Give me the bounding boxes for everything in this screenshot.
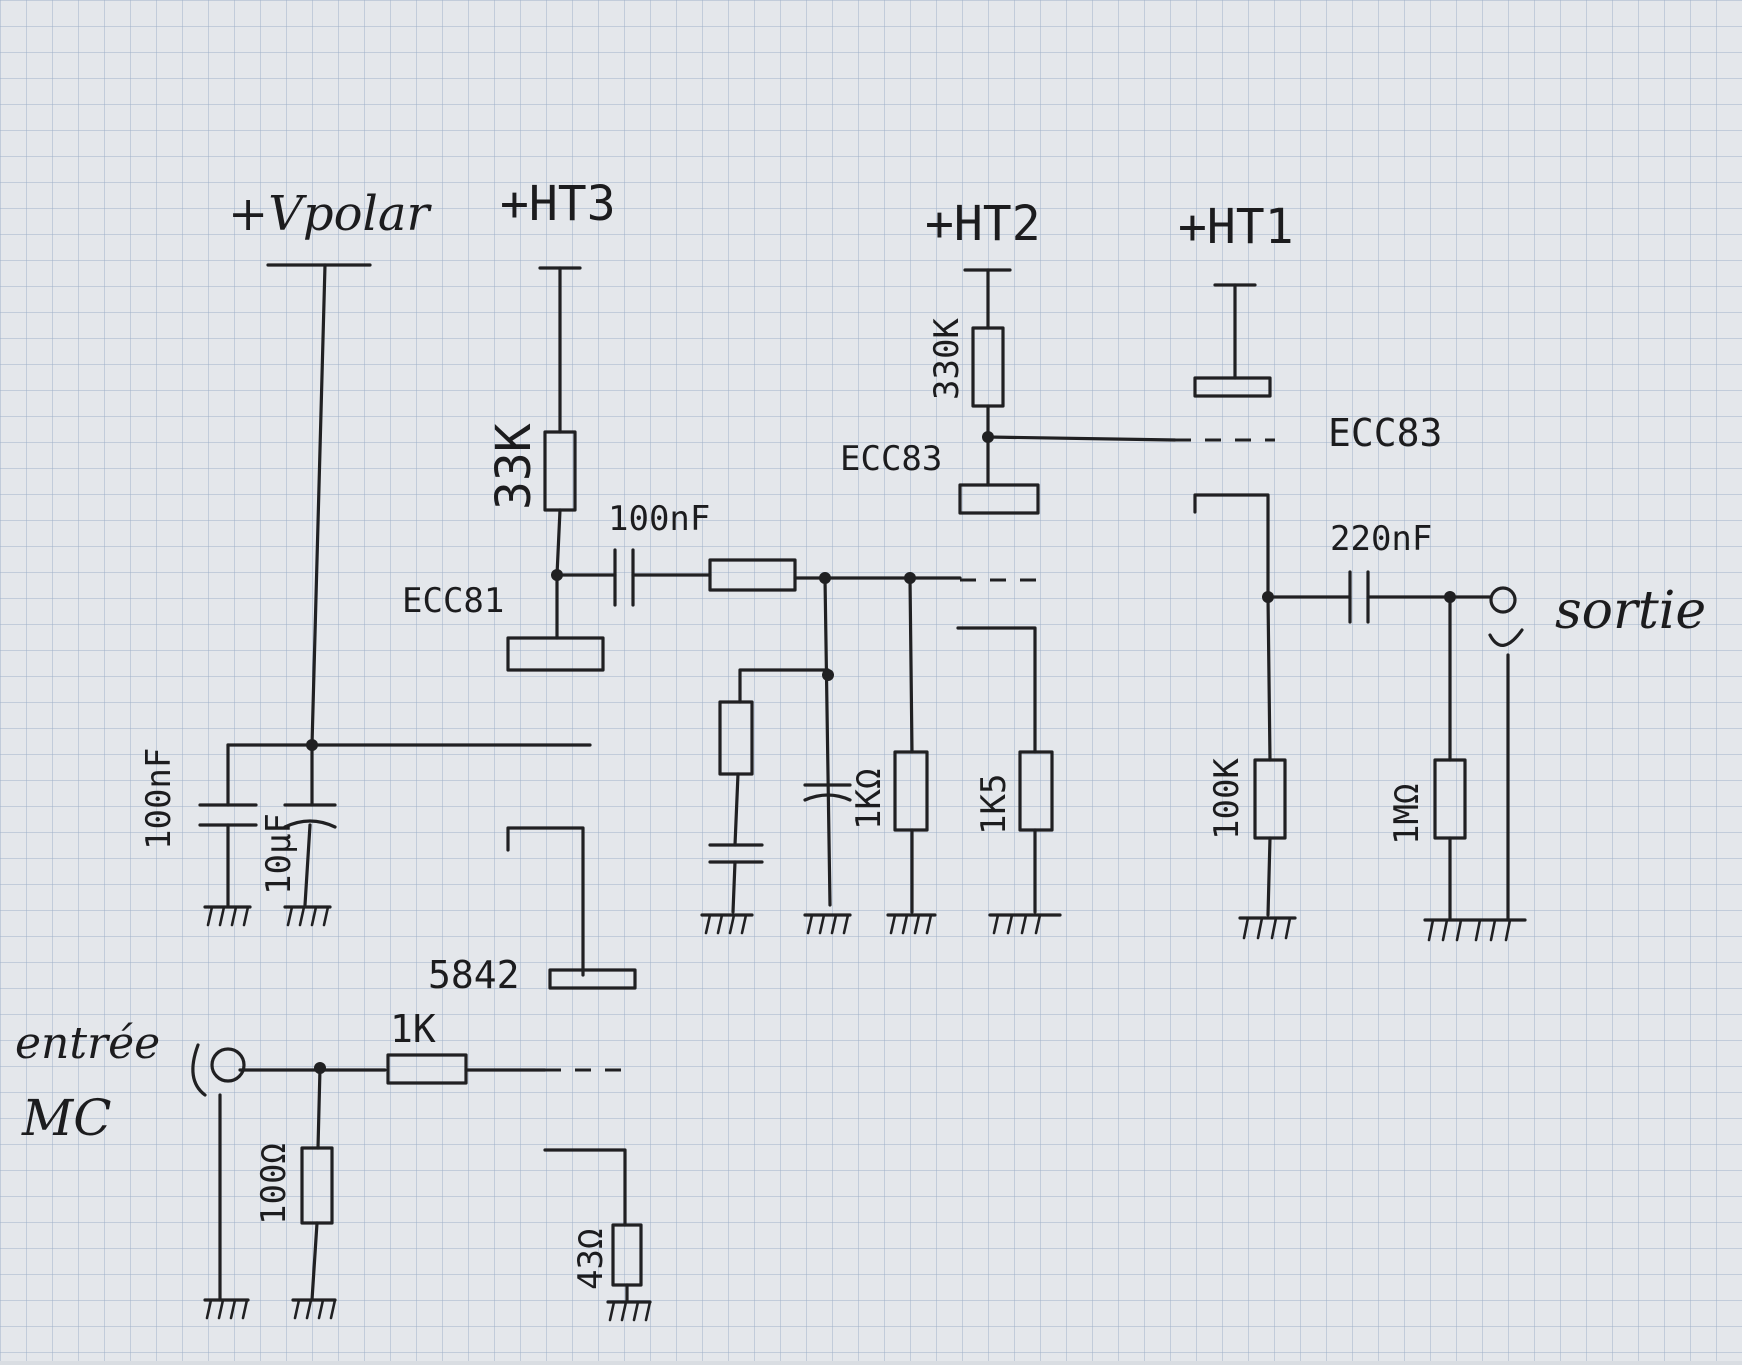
ground-symbol (886, 913, 937, 935)
input-label-line2: MC (21, 1089, 111, 1147)
label-ecc83-left: ECC83 (840, 439, 942, 479)
label-330k: 330K (927, 318, 967, 400)
output-jack[interactable] (1488, 586, 1524, 922)
label-1m: 1MΩ (1387, 784, 1427, 845)
label-43ohm: 43Ω (571, 1229, 611, 1290)
label-ecc83-right: ECC83 (1328, 411, 1442, 455)
ground-symbol (1238, 916, 1297, 940)
ground-symbol (283, 905, 332, 927)
ground-symbol (700, 913, 754, 935)
ground-symbol (988, 913, 1062, 935)
ground-symbol (203, 905, 252, 927)
label-ecc81: ECC81 (402, 581, 504, 621)
label-100ohm-input: 100Ω (254, 1143, 294, 1225)
rail-label-vpolar: +Vpolar (228, 186, 432, 242)
label-10uf: 10µF (259, 813, 299, 895)
input-load-resistor (291, 1062, 337, 1320)
ht1-branch (1193, 283, 1492, 920)
label-1k5: 1K5 (974, 774, 1014, 835)
ht2-branch (958, 268, 1275, 515)
label-100nf-coupling: 100nF (608, 499, 710, 539)
ground-symbol (803, 913, 852, 935)
label-33k: 33K (486, 423, 542, 510)
label-100nf-decoupling: 100nF (139, 748, 179, 850)
label-100k: 100K (1207, 758, 1247, 840)
label-5842: 5842 (428, 953, 520, 997)
tube-5842-stage (238, 826, 652, 1322)
label-1k-input: 1K (390, 1007, 436, 1051)
label-220nf: 220nF (1330, 519, 1432, 559)
rail-label-ht2: +HT2 (925, 196, 1041, 252)
vpolar-rail (198, 263, 592, 907)
output-label: sortie (1555, 581, 1706, 641)
ht3-branch (506, 266, 1045, 672)
label-1k-grid: 1KΩ (849, 769, 889, 830)
input-label-line1: entrée (15, 1018, 160, 1069)
input-jack[interactable] (191, 1043, 250, 1320)
grid-network (708, 576, 1054, 914)
rail-label-ht1: +HT1 (1178, 199, 1294, 255)
rail-label-ht3: +HT3 (500, 176, 616, 232)
